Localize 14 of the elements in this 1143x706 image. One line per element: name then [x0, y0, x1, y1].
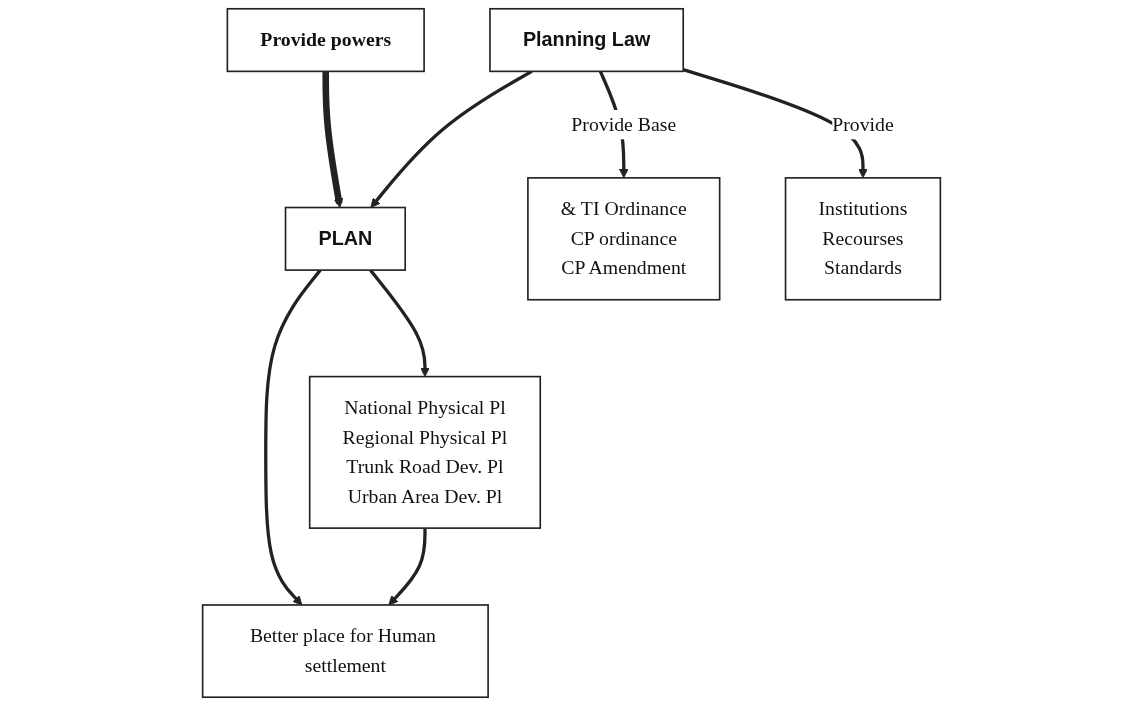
arrow: [322, 71, 344, 208]
node-box: Better place for Human settlement: [201, 604, 489, 699]
arrow: [369, 269, 430, 378]
edge-label: Provide: [832, 113, 894, 136]
arrow: [682, 68, 868, 179]
node-box: Institutions Recourses Standards: [784, 177, 942, 301]
arrow: [388, 528, 427, 606]
arrow: [264, 269, 322, 606]
edge-label: Provide Base: [571, 113, 677, 136]
node-box: & TI Ordinance CP ordinance CP Amendment: [527, 177, 721, 301]
node-box: PLAN: [284, 206, 407, 271]
node-box: Provide powers: [226, 7, 425, 73]
node-box: Planning Law: [489, 7, 685, 73]
node-box: National Physical Pl Regional Physical Pl Trunk Road Dev. Pl Urban Area Dev. Pl: [308, 375, 542, 529]
